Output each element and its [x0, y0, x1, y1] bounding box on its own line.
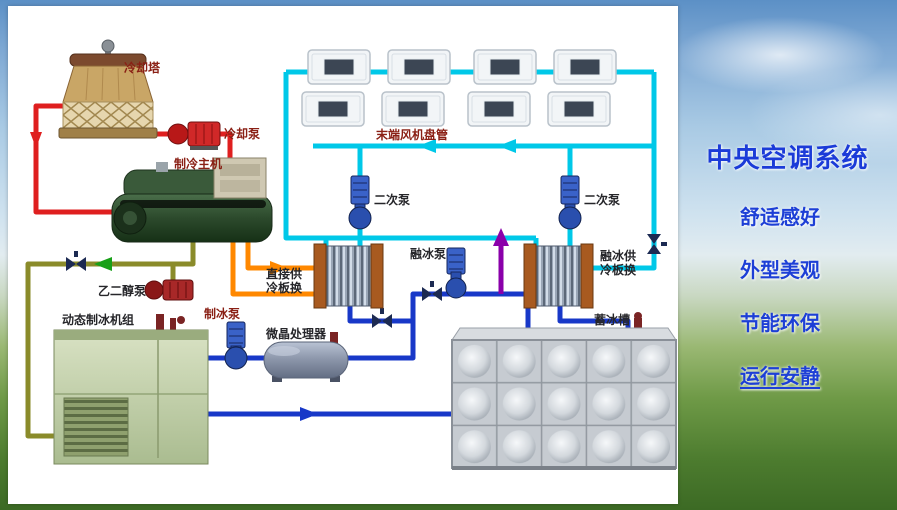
ice-making-pump-label: 制冰泵 [204, 306, 240, 321]
cooling-tower [58, 39, 158, 139]
fan-coil-unit [307, 49, 371, 85]
glycol-pump-label: 乙二醇泵 [98, 283, 146, 298]
valve-chilled-riser [647, 234, 667, 254]
dynamic-ice-unit-label: 动态制冰机组 [62, 312, 134, 327]
flow-arrow-melt-up [493, 228, 509, 246]
valve-ice-line-left [372, 308, 392, 328]
melt-ice-pump [445, 247, 467, 299]
cooling-pump [167, 121, 221, 150]
melt-hx-label-line1: 融冰供 [600, 248, 636, 263]
secondary-pump-left-label: 二次泵 [374, 192, 410, 207]
micro-crystal-processor [263, 332, 349, 382]
micro-crystal-processor-label: 微晶处理器 [265, 326, 327, 341]
flow-arrow-condenser-down [30, 132, 42, 148]
fan-coil-unit [381, 91, 445, 127]
feature-item: 运行安静 [740, 366, 820, 388]
info-panel: 中央空调系统 舒适感好 外型美观 节能环保 运行安静 [678, 0, 897, 510]
flow-arrow-ice-right [300, 407, 318, 421]
cooling-pump-label: 冷却泵 [224, 126, 260, 141]
flow-arrow-chilled-left [498, 139, 516, 153]
diagram-panel: 冷却塔 冷却泵 制冷主机 末端风机盘管 二次泵 二次泵 融冰泵 直接供 冷板换 … [8, 6, 678, 504]
ice-storage-tank [451, 312, 677, 470]
fan-coil-unit [547, 91, 611, 127]
fan-coil-unit [553, 49, 617, 85]
melt-hx-label-line2: 冷板换 [600, 262, 637, 277]
dynamic-ice-making-unit [53, 314, 209, 465]
valve-melt-pump [422, 281, 442, 301]
panel-title: 中央空调系统 [706, 143, 869, 173]
feature-item: 外型美观 [740, 260, 820, 282]
fan-coil-unit [387, 49, 451, 85]
direct-supply-heat-exchanger [313, 243, 384, 309]
secondary-pump-right-label: 二次泵 [584, 192, 620, 207]
direct-hx-label-line2: 冷板换 [266, 280, 303, 295]
fan-coil-unit [473, 49, 537, 85]
direct-supply-pipes [230, 240, 318, 297]
fan-coil-unit [467, 91, 531, 127]
cooling-tower-label: 冷却塔 [124, 60, 161, 75]
melt-ice-pump-label: 融冰泵 [410, 246, 446, 261]
flow-arrow-direct-right [270, 261, 288, 275]
secondary-pump-left [348, 175, 372, 230]
glycol-pipes [25, 240, 196, 439]
feature-list: 舒适感好 外型美观 节能环保 运行安静 [678, 201, 897, 389]
melt-return-pipe [493, 228, 509, 294]
fan-coil-unit [301, 91, 365, 127]
ice-storage-tank-label: 蓄冰槽 [594, 312, 630, 327]
hvac-system-diagram: 冷却塔 冷却泵 制冷主机 末端风机盘管 二次泵 二次泵 融冰泵 直接供 冷板换 … [25, 39, 677, 470]
secondary-pump-right [558, 175, 582, 230]
chiller-unit [111, 157, 273, 243]
fan-coil-grid [301, 49, 617, 127]
feature-item: 节能环保 [740, 313, 820, 335]
melt-supply-heat-exchanger [523, 243, 594, 309]
glycol-pump [144, 279, 194, 301]
chiller-label: 制冷主机 [174, 156, 222, 171]
valve-glycol-line [66, 251, 86, 271]
flow-arrow-glycol-left [94, 257, 112, 271]
direct-hx-label-line1: 直接供 [266, 266, 302, 281]
feature-item: 舒适感好 [740, 207, 820, 229]
ice-making-pump [224, 321, 248, 370]
flow-arrow-chilled-left [418, 139, 436, 153]
fan-coil-label: 末端风机盘管 [376, 127, 448, 142]
